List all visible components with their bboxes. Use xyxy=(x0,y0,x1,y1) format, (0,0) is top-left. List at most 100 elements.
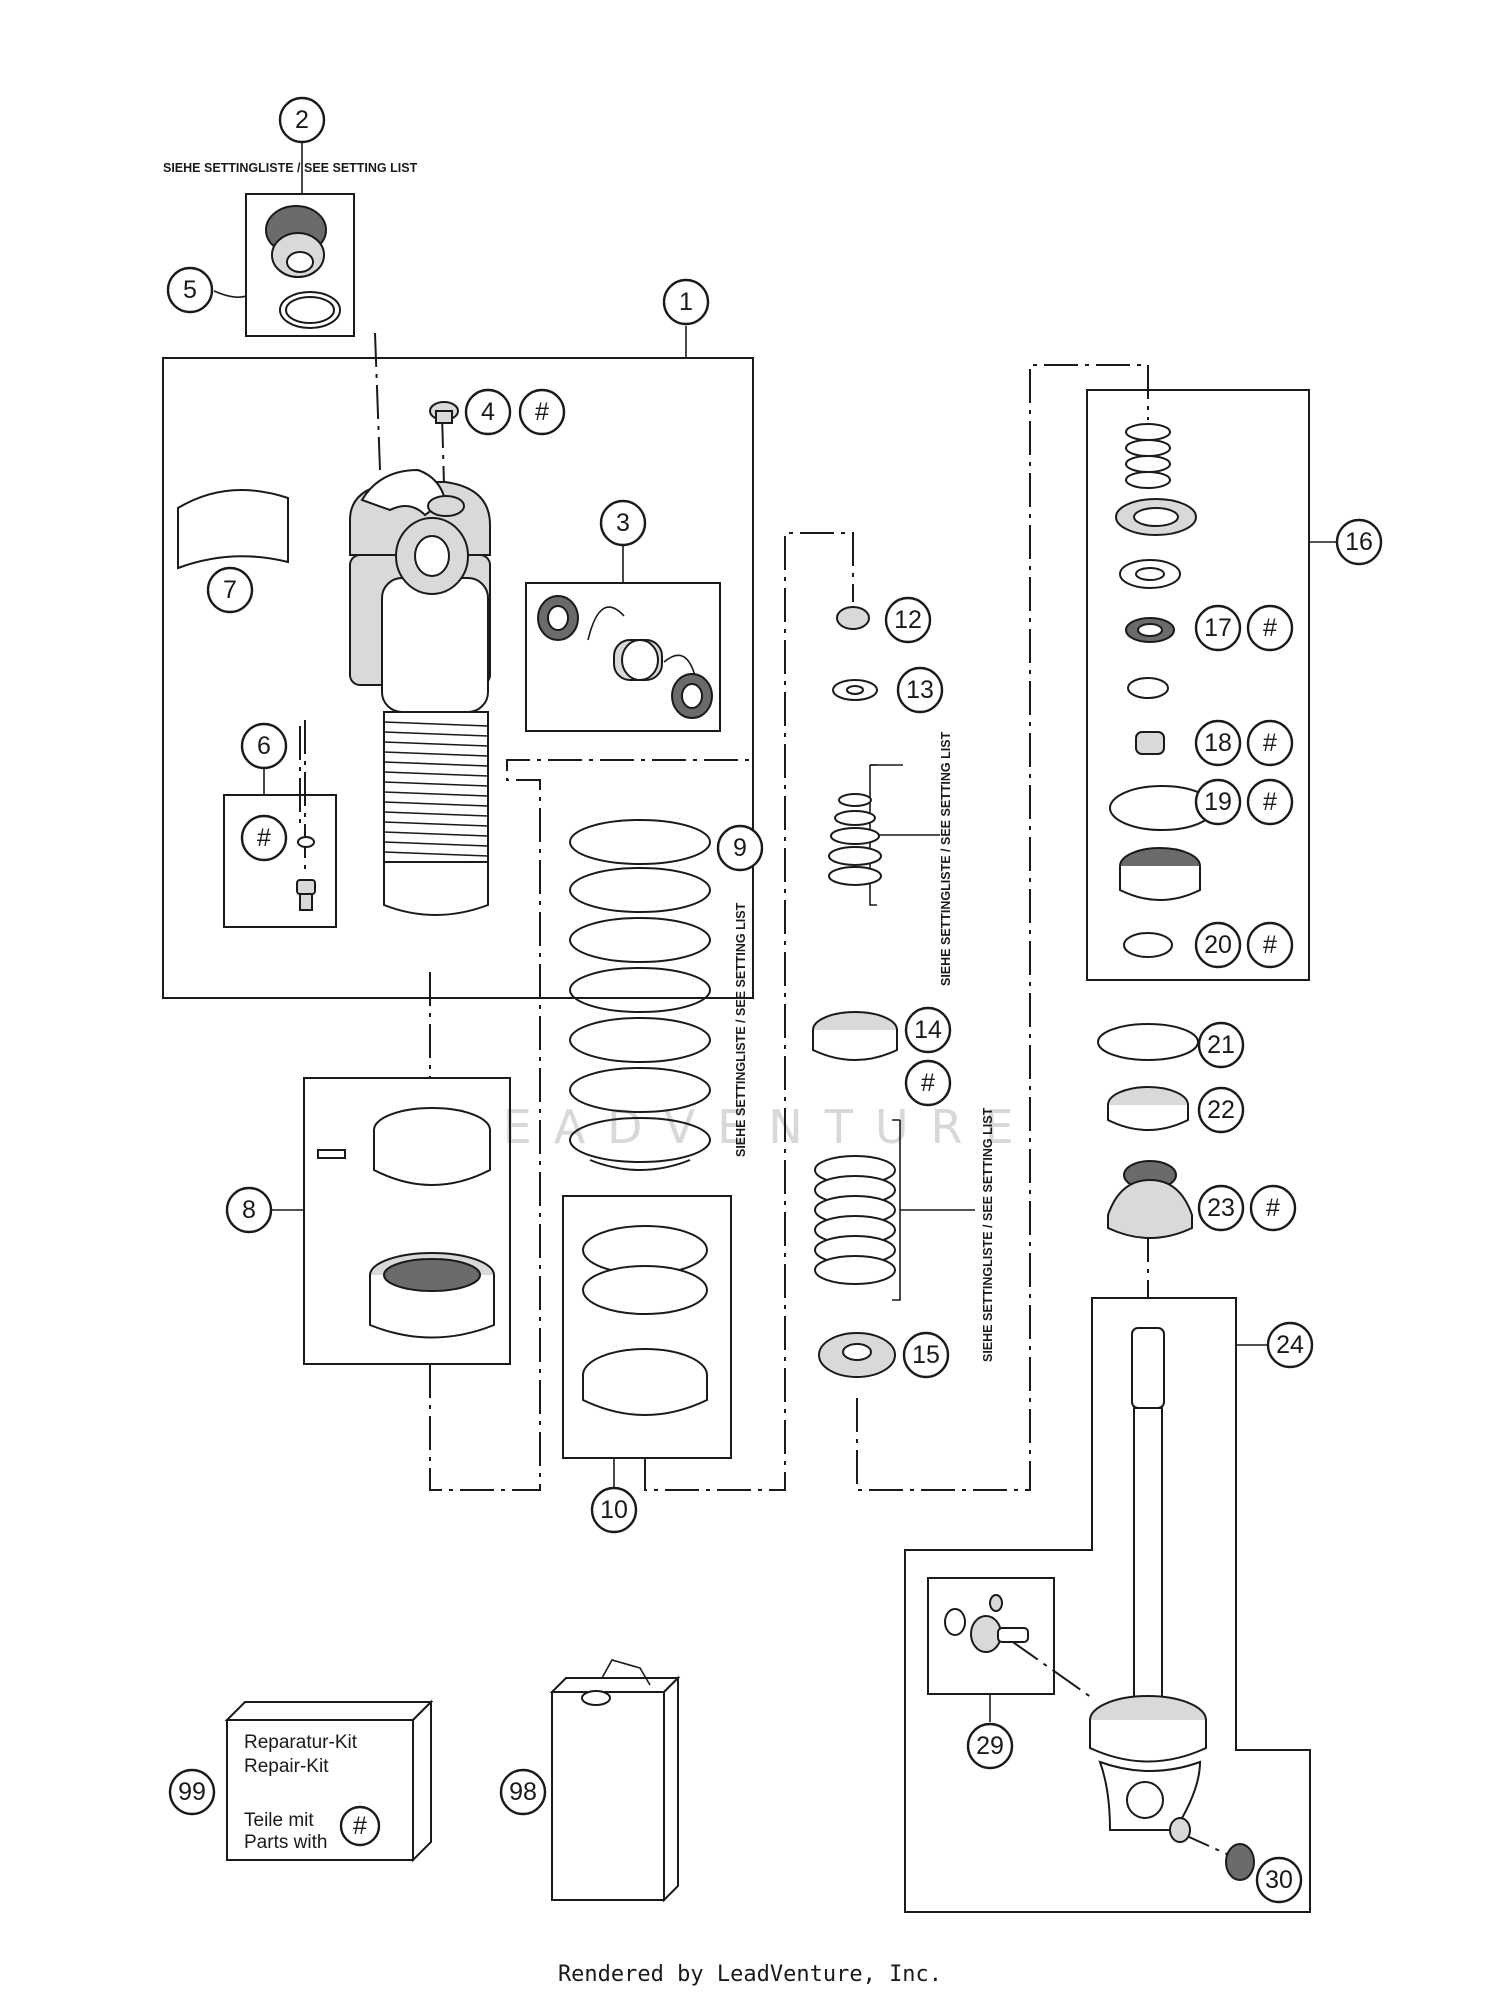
svg-text:5: 5 xyxy=(183,276,197,304)
group-box-1 xyxy=(162,357,754,999)
svg-text:#: # xyxy=(1263,788,1277,816)
svg-text:19: 19 xyxy=(1204,788,1232,816)
svg-text:7: 7 xyxy=(223,576,237,604)
setting-list-note-2: SIEHE SETTINGLISTE / SEE SETTING LIST xyxy=(163,161,418,175)
svg-text:1: 1 xyxy=(679,288,693,316)
callout-10: 10 xyxy=(590,1486,638,1534)
reservoir-screw xyxy=(296,836,316,911)
svg-text:#: # xyxy=(921,1069,935,1097)
group-box-16 xyxy=(1086,389,1310,981)
callout-13: 13 xyxy=(896,666,944,714)
svg-text:#: # xyxy=(353,1812,367,1840)
svg-text:21: 21 xyxy=(1207,1031,1235,1059)
group-box-8 xyxy=(303,1077,511,1365)
group-box-6 xyxy=(223,794,337,928)
svg-text:16: 16 xyxy=(1345,528,1373,556)
kit-hash-marker: # xyxy=(339,1805,381,1847)
callout-15: 15 xyxy=(902,1331,950,1379)
kit-parts-en: Parts with xyxy=(244,1832,327,1853)
callout-23: 23 xyxy=(1197,1184,1245,1232)
setting-list-note-stack-a: SIEHE SETTINGLISTE / SEE SETTING LIST xyxy=(939,731,953,986)
bearing-set xyxy=(537,595,713,719)
svg-text:4: 4 xyxy=(481,398,495,426)
callout-14: 14 xyxy=(904,1006,952,1054)
callout-18: 18 xyxy=(1194,719,1242,767)
repair-kit-box: Reparatur-Kit Repair-Kit Teile mit Parts… xyxy=(224,1699,434,1863)
svg-text:13: 13 xyxy=(906,676,934,704)
kit-title-de: Reparatur-Kit xyxy=(244,1732,358,1753)
hash-14: # xyxy=(904,1059,952,1107)
spring-seats xyxy=(582,1225,708,1416)
callout-98: 98 xyxy=(499,1768,547,1816)
hash-20: # xyxy=(1246,921,1294,969)
kit-title-en: Repair-Kit xyxy=(244,1756,329,1777)
heat-shield xyxy=(177,489,289,570)
svg-text:#: # xyxy=(1263,729,1277,757)
callout-5: 5 xyxy=(166,266,214,314)
callout-2: 2 xyxy=(278,96,326,144)
callout-99: 99 xyxy=(168,1768,216,1816)
svg-text:29: 29 xyxy=(976,1732,1004,1760)
adjuster-valve xyxy=(944,1594,1029,1653)
svg-text:10: 10 xyxy=(600,1496,628,1524)
bushing-30 xyxy=(1225,1843,1255,1881)
callout-29: 29 xyxy=(966,1722,1014,1770)
svg-text:17: 17 xyxy=(1204,614,1232,642)
assembly-line-h xyxy=(1009,1639,1096,1701)
svg-text:#: # xyxy=(1263,614,1277,642)
piston-assembly-parts xyxy=(1109,423,1215,958)
callout-8: 8 xyxy=(225,1186,273,1234)
group-box-24 xyxy=(904,1297,1311,1913)
callout-4: 4 xyxy=(464,388,512,436)
hash-18: # xyxy=(1246,719,1294,767)
svg-text:#: # xyxy=(535,398,549,426)
shim-stack xyxy=(812,606,898,1378)
hash-4: # xyxy=(518,388,566,436)
bracket-setting-b xyxy=(892,1119,975,1301)
group-box-2 xyxy=(245,193,355,337)
svg-text:3: 3 xyxy=(616,509,630,537)
callout-19: 19 xyxy=(1194,778,1242,826)
svg-text:8: 8 xyxy=(242,1196,256,1224)
callout-24: 24 xyxy=(1266,1321,1314,1369)
assembly-line-j xyxy=(441,413,446,521)
callout-20: 20 xyxy=(1194,921,1242,969)
piston-rod xyxy=(1089,1327,1207,1843)
hash-6: # xyxy=(240,814,288,862)
callout-1: 1 xyxy=(662,278,710,326)
kit-parts-de: Teile mit xyxy=(244,1810,314,1831)
footer-credit: Rendered by LeadVenture, Inc. xyxy=(557,1962,943,1987)
svg-text:30: 30 xyxy=(1265,1866,1293,1894)
svg-text:#: # xyxy=(1263,931,1277,959)
reservoir-cap xyxy=(265,205,341,329)
assembly-line-f xyxy=(856,364,1149,1491)
assembly-line-a xyxy=(374,332,381,471)
svg-text:18: 18 xyxy=(1204,729,1232,757)
oil-can xyxy=(549,1659,681,1903)
svg-text:24: 24 xyxy=(1276,1331,1304,1359)
svg-text:#: # xyxy=(257,824,271,852)
callout-16: 16 xyxy=(1335,518,1383,566)
group-box-10 xyxy=(562,1195,732,1459)
assembly-line-d xyxy=(429,759,753,1491)
svg-text:20: 20 xyxy=(1204,931,1232,959)
svg-text:9: 9 xyxy=(733,834,747,862)
svg-text:2: 2 xyxy=(295,106,309,134)
svg-text:23: 23 xyxy=(1207,1194,1235,1222)
callout-17: 17 xyxy=(1194,604,1242,652)
hash-23: # xyxy=(1249,1184,1297,1232)
svg-text:99: 99 xyxy=(178,1778,206,1806)
shock-absorber-body xyxy=(349,468,491,916)
leader-5 xyxy=(213,290,247,298)
preload-adjuster-ring xyxy=(317,1107,495,1339)
rod-seal-parts xyxy=(1097,1023,1199,1239)
assembly-line-k xyxy=(299,726,305,826)
callout-3: 3 xyxy=(599,499,647,547)
callout-9: 9 xyxy=(716,824,764,872)
svg-text:15: 15 xyxy=(912,1341,940,1369)
svg-text:#: # xyxy=(1266,1194,1280,1222)
callout-30: 30 xyxy=(1255,1856,1303,1904)
assembly-line-e xyxy=(644,532,854,1491)
watermark-text: LEADVENTURE xyxy=(455,1100,1036,1154)
